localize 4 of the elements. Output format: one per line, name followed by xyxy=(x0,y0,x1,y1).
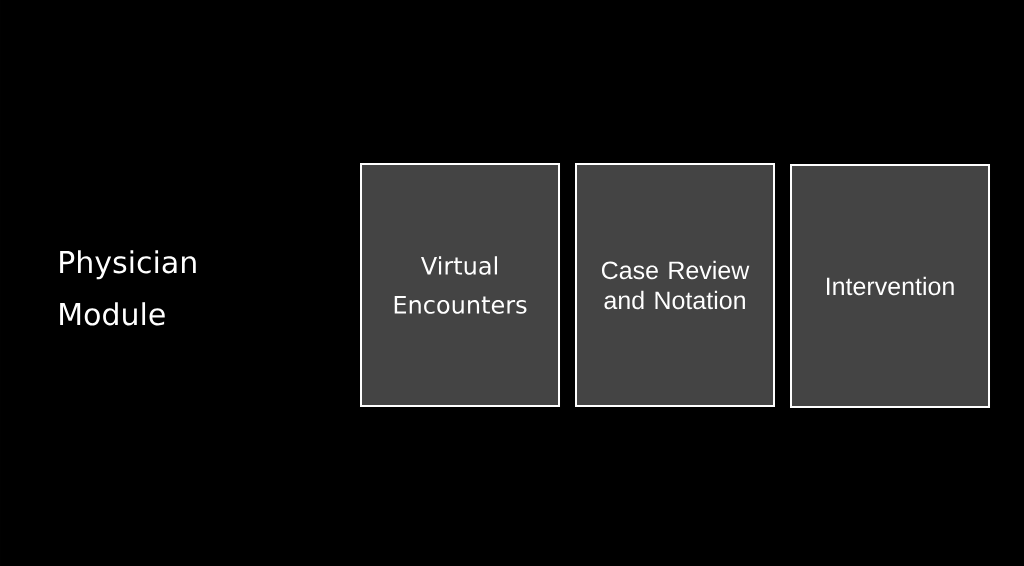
module-box: Intervention xyxy=(790,164,990,408)
module-box: Virtual Encounters xyxy=(360,163,560,407)
section-label: Physician Module xyxy=(60,250,196,326)
module-box: Case Review and Notation xyxy=(575,163,775,407)
